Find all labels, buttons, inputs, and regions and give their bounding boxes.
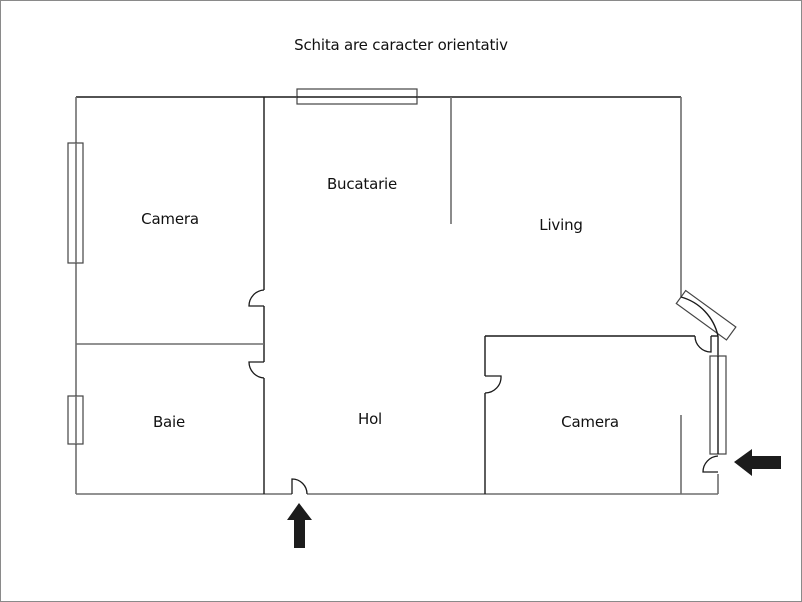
arrow-left-icon [734,449,781,476]
room-label-baie: Baie [152,413,186,431]
room-label-camera-2: Camera [561,413,619,431]
outer-walls [75,96,719,495]
room-label-bucatarie: Bucatarie [326,175,398,193]
room-label-hol: Hol [357,410,383,428]
interior-walls [76,97,695,494]
diagram-title: Schita are caracter orientativ [294,36,508,54]
arrow-up-icon [287,503,312,548]
doors [248,289,719,495]
door-camera-1 [248,289,265,307]
entrance-arrows [287,449,781,548]
door-camera-2-corner [694,335,712,353]
room-label-living: Living [539,216,583,234]
windows [67,88,737,455]
door-side-entrance [702,455,719,473]
door-baie [248,361,265,379]
door-camera-2 [484,375,502,394]
room-label-camera-1: Camera [141,210,199,228]
door-entrance [291,478,308,495]
